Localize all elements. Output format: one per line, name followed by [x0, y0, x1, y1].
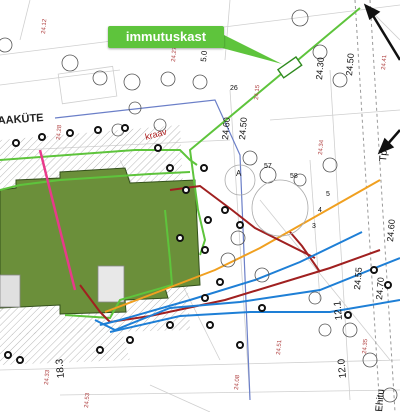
- svg-text:24.15: 24.15: [254, 84, 261, 100]
- svg-text:5.0: 5.0: [199, 50, 209, 62]
- north-arrow: [363, 3, 400, 61]
- building-inner-block: [97, 265, 125, 303]
- svg-text:24.60: 24.60: [220, 117, 232, 140]
- svg-text:24.08: 24.08: [234, 374, 241, 390]
- building-footprint: [0, 167, 201, 315]
- svg-text:24.35: 24.35: [362, 338, 369, 354]
- pink-utility-line: [38, 149, 77, 291]
- svg-text:12.0: 12.0: [336, 358, 349, 379]
- svg-text:58: 58: [290, 173, 298, 180]
- svg-text:24.12: 24.12: [41, 18, 48, 34]
- svg-text:24.50: 24.50: [237, 117, 249, 140]
- immutuskast-box: [276, 56, 303, 79]
- svg-text:24.27: 24.27: [171, 46, 178, 62]
- building-inner-block-2: [0, 274, 21, 308]
- svg-text:12.1: 12.1: [332, 300, 345, 321]
- tree-symbols: [0, 9, 398, 403]
- svg-text:24.53: 24.53: [84, 392, 91, 408]
- svg-text:24.70: 24.70: [374, 277, 386, 300]
- svg-text:5: 5: [326, 191, 330, 198]
- svg-text:Ehitu: Ehitu: [374, 389, 387, 412]
- svg-text:3: 3: [312, 223, 316, 230]
- plot-boundary: [54, 99, 251, 401]
- immutuskast-callout: immutuskast: [108, 26, 224, 48]
- svg-text:57: 57: [264, 163, 272, 170]
- orange-utility-line: [104, 179, 381, 313]
- plan-labels: AAKÜTE kraav 24.50 24.30 24.50 24.60 24.…: [0, 18, 397, 412]
- svg-text:A: A: [236, 169, 242, 178]
- svg-text:24.41: 24.41: [381, 54, 388, 70]
- svg-text:24.33: 24.33: [44, 369, 51, 385]
- svg-text:24.34: 24.34: [318, 139, 325, 155]
- svg-text:24.51: 24.51: [276, 339, 283, 355]
- svg-text:24.60: 24.60: [385, 219, 397, 242]
- svg-text:4: 4: [318, 207, 322, 214]
- svg-text:18.3: 18.3: [54, 358, 67, 379]
- building-name-label: AAKÜTE: [0, 111, 44, 127]
- well-markers: [4, 124, 392, 364]
- svg-text:24.50: 24.50: [344, 53, 356, 76]
- blue-utility-line: [94, 231, 400, 333]
- svg-text:24.30: 24.30: [314, 57, 326, 80]
- road-edge: [354, 0, 396, 412]
- svg-text:24.55: 24.55: [352, 267, 364, 290]
- svg-text:Tp: Tp: [378, 149, 390, 162]
- svg-text:26: 26: [230, 85, 238, 92]
- svg-text:24.28: 24.28: [56, 124, 63, 140]
- direction-arrow: [377, 129, 400, 155]
- callout-pointer: [222, 34, 282, 64]
